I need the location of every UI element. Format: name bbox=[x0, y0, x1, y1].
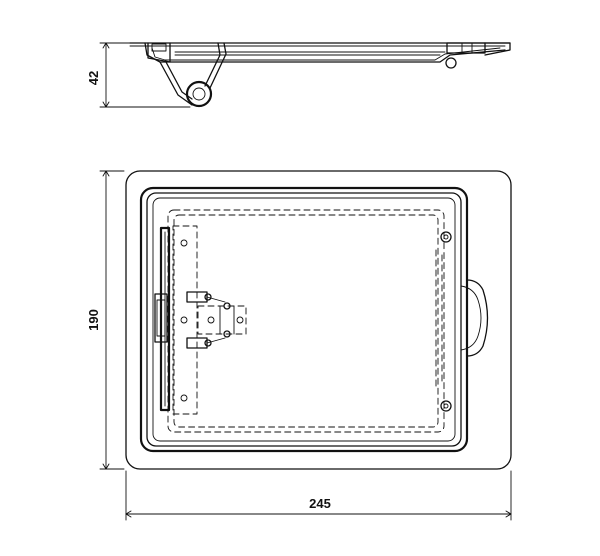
dimension-side-height: 42 bbox=[86, 71, 101, 85]
dimension-width: 245 bbox=[309, 496, 331, 511]
dimension-height: 190 bbox=[86, 309, 101, 331]
side-view: 42 bbox=[86, 42, 511, 108]
front-view: 190 245 bbox=[86, 170, 512, 521]
